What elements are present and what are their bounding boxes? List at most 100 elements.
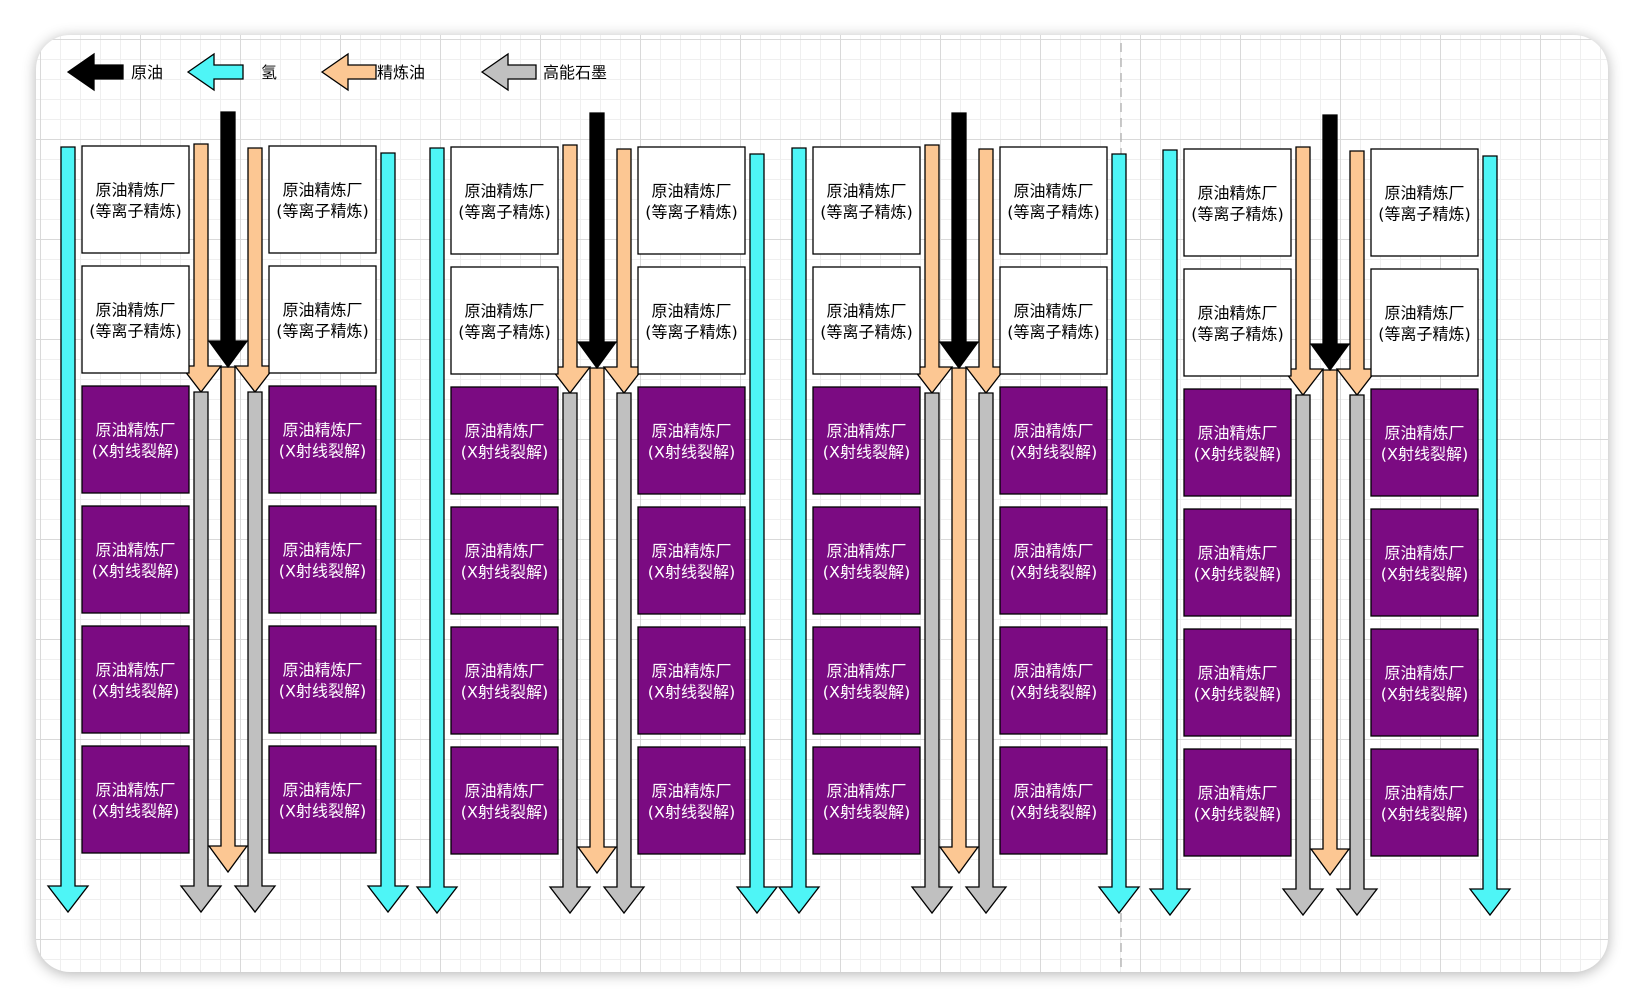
refinery-xray: 原油精炼厂(X射线裂解) [637, 506, 746, 615]
refinery-label-line1: 原油精炼厂 [95, 661, 175, 680]
refinery-label-line2: (X射线裂解) [1194, 685, 1281, 704]
refinery-xray: 原油精炼厂(X射线裂解) [1183, 628, 1292, 737]
refinery-plasma: 原油精炼厂(等离子精炼) [1370, 268, 1479, 377]
refinery-label-line2: (X射线裂解) [461, 563, 548, 582]
refined-oil-flow-arrow [179, 143, 223, 394]
refinery-box [812, 386, 921, 495]
arrow-left-icon [186, 52, 244, 92]
graphite-flow-arrow [548, 392, 592, 915]
refinery-label-line1: 原油精炼厂 [95, 181, 175, 200]
refinery-label-line2: (X射线裂解) [92, 682, 179, 701]
legend: 原油 氢 精炼油 高能石墨 [66, 52, 607, 92]
refinery-label-line1: 原油精炼厂 [1197, 784, 1277, 803]
refined-oil-flow-arrow [1309, 369, 1351, 877]
refinery-xray: 原油精炼厂(X射线裂解) [999, 386, 1108, 495]
refinery-label-line2: (等离子精炼) [458, 323, 551, 342]
refinery-plasma: 原油精炼厂(等离子精炼) [450, 146, 559, 255]
legend-graphite: 高能石墨 [480, 52, 607, 92]
legend-label-graphite: 高能石墨 [543, 63, 607, 82]
legend-label-crude-oil: 原油 [131, 63, 163, 82]
refinery-label-line2: (等离子精炼) [276, 202, 369, 221]
refined-oil-flow-arrow [1335, 150, 1379, 397]
refinery-label-line1: 原油精炼厂 [95, 421, 175, 440]
refinery-xray: 原油精炼厂 (X射线裂解) [637, 746, 746, 855]
flow-arrows [46, 111, 1512, 917]
refinery-label-line1: 原油精炼厂 [1197, 424, 1277, 443]
refined-oil-flow-arrow [1281, 146, 1325, 397]
refinery-box [81, 505, 190, 614]
refinery-xray: 原油精炼厂(X射线裂解) [812, 626, 921, 735]
refinery-label-line2: (X射线裂解) [92, 442, 179, 461]
refinery-label-line1: 原油精炼厂 [651, 182, 731, 201]
refinery-box [637, 266, 746, 375]
refinery-label-line2: (X射线裂解) [648, 803, 735, 822]
refinery-xray: 原油精炼厂(X射线裂解) [81, 505, 190, 614]
refinery-label-line2: (等离子精炼) [458, 203, 551, 222]
refinery-box [81, 265, 190, 374]
refinery-xray: 原油精炼厂(X射线裂解) [450, 626, 559, 735]
refinery-xray: 原油精炼厂 (X射线裂解) [637, 386, 746, 495]
graphite-flow-arrow [1281, 394, 1325, 917]
refinery-box [1183, 148, 1292, 257]
refinery-label-line1: 原油精炼厂 [651, 662, 731, 681]
refinery-label-line2: (等离子精炼) [645, 203, 738, 222]
arrow-left-icon [320, 52, 377, 92]
refinery-label-line1: 原油精炼厂 [282, 301, 362, 320]
refinery-label-line2: (X射线裂解) [279, 442, 366, 461]
refinery-label-line2: (X射线裂解) [279, 802, 366, 821]
diagram-canvas: 原油 氢 精炼油 高能石墨 原油精炼厂 (等离子精炼) 原油精炼厂 (等离子精炼) 原油… [36, 35, 1608, 972]
hydrogen-flow-arrow [415, 147, 459, 915]
hydrogen-flow-arrow [1468, 155, 1512, 917]
refinery-label-line1: 原油精炼厂 [282, 421, 362, 440]
refinery-plasma: 原油精炼厂 (等离子精炼) [268, 145, 377, 254]
refinery-box [450, 146, 559, 255]
refinery-label-line1: 原油精炼厂 [95, 781, 175, 800]
refinery-box [812, 626, 921, 735]
refinery-label-line1: 原油精炼厂 [282, 781, 362, 800]
refinery-box [999, 626, 1108, 735]
refinery-label-line2: (X射线裂解) [823, 443, 910, 462]
refinery-label-line1: 原油精炼厂 [651, 422, 731, 441]
refinery-plasma: 原油精炼厂(等离子精炼) [81, 265, 190, 374]
refinery-box [81, 745, 190, 854]
refinery-xray: 原油精炼厂(X射线裂解) [1370, 388, 1479, 497]
refinery-label-line1: 原油精炼厂 [282, 181, 362, 200]
hydrogen-flow-arrow [366, 152, 410, 914]
refinery-box [81, 625, 190, 734]
refinery-label-line1: 原油精炼厂 [1384, 544, 1464, 563]
legend-crude-oil: 原油 [66, 52, 163, 92]
refinery-box [1183, 388, 1292, 497]
refinery-xray: 原油精炼厂 (X射线裂解) [81, 625, 190, 734]
refined-oil-flow-arrow [207, 366, 249, 874]
refinery-box [999, 266, 1108, 375]
refinery-label-line2: (X射线裂解) [1381, 805, 1468, 824]
refinery-label-line2: (等离子精炼) [820, 203, 913, 222]
refinery-xray: 原油精炼厂(X射线裂解) [450, 746, 559, 855]
refinery-label-line2: (X射线裂解) [461, 683, 548, 702]
refinery-label-line2: (X射线裂解) [1381, 445, 1468, 464]
refinery-label-line2: (X射线裂解) [1381, 685, 1468, 704]
refinery-label-line1: 原油精炼厂 [651, 782, 731, 801]
refinery-label-line2: (X射线裂解) [461, 443, 548, 462]
crude-oil-flow-arrow [938, 112, 980, 370]
refinery-label-line2: (X射线裂解) [1194, 565, 1281, 584]
refinery-label-line2: (X射线裂解) [1381, 565, 1468, 584]
refinery-label-line2: (X射线裂解) [1010, 803, 1097, 822]
refinery-label-line2: (X射线裂解) [823, 803, 910, 822]
refinery-label-line2: (X射线裂解) [648, 563, 735, 582]
refinery-box [1183, 268, 1292, 377]
refinery-box [1183, 628, 1292, 737]
refinery-xray: 原油精炼厂(X射线裂解) [1183, 508, 1292, 617]
production-line-diagram: 原油 氢 精炼油 高能石墨 原油精炼厂 (等离子精炼) 原油精炼厂 (等离子精炼) 原油… [46, 43, 1512, 972]
refinery-label-line2: (等离子精炼) [1007, 323, 1100, 342]
refinery-label-line1: 原油精炼厂 [826, 302, 906, 321]
refinery-label-line2: (X射线裂解) [1010, 443, 1097, 462]
refinery-box [1370, 748, 1479, 857]
refinery-box [450, 626, 559, 735]
refinery-box [812, 146, 921, 255]
refinery-xray: 原油精炼厂 (X射线裂解) [268, 385, 377, 494]
refinery-box [637, 506, 746, 615]
refinery-label-line2: (X射线裂解) [648, 443, 735, 462]
refinery-label-line1: 原油精炼厂 [1384, 184, 1464, 203]
refinery-xray: 原油精炼厂(X射线裂解) [999, 506, 1108, 615]
